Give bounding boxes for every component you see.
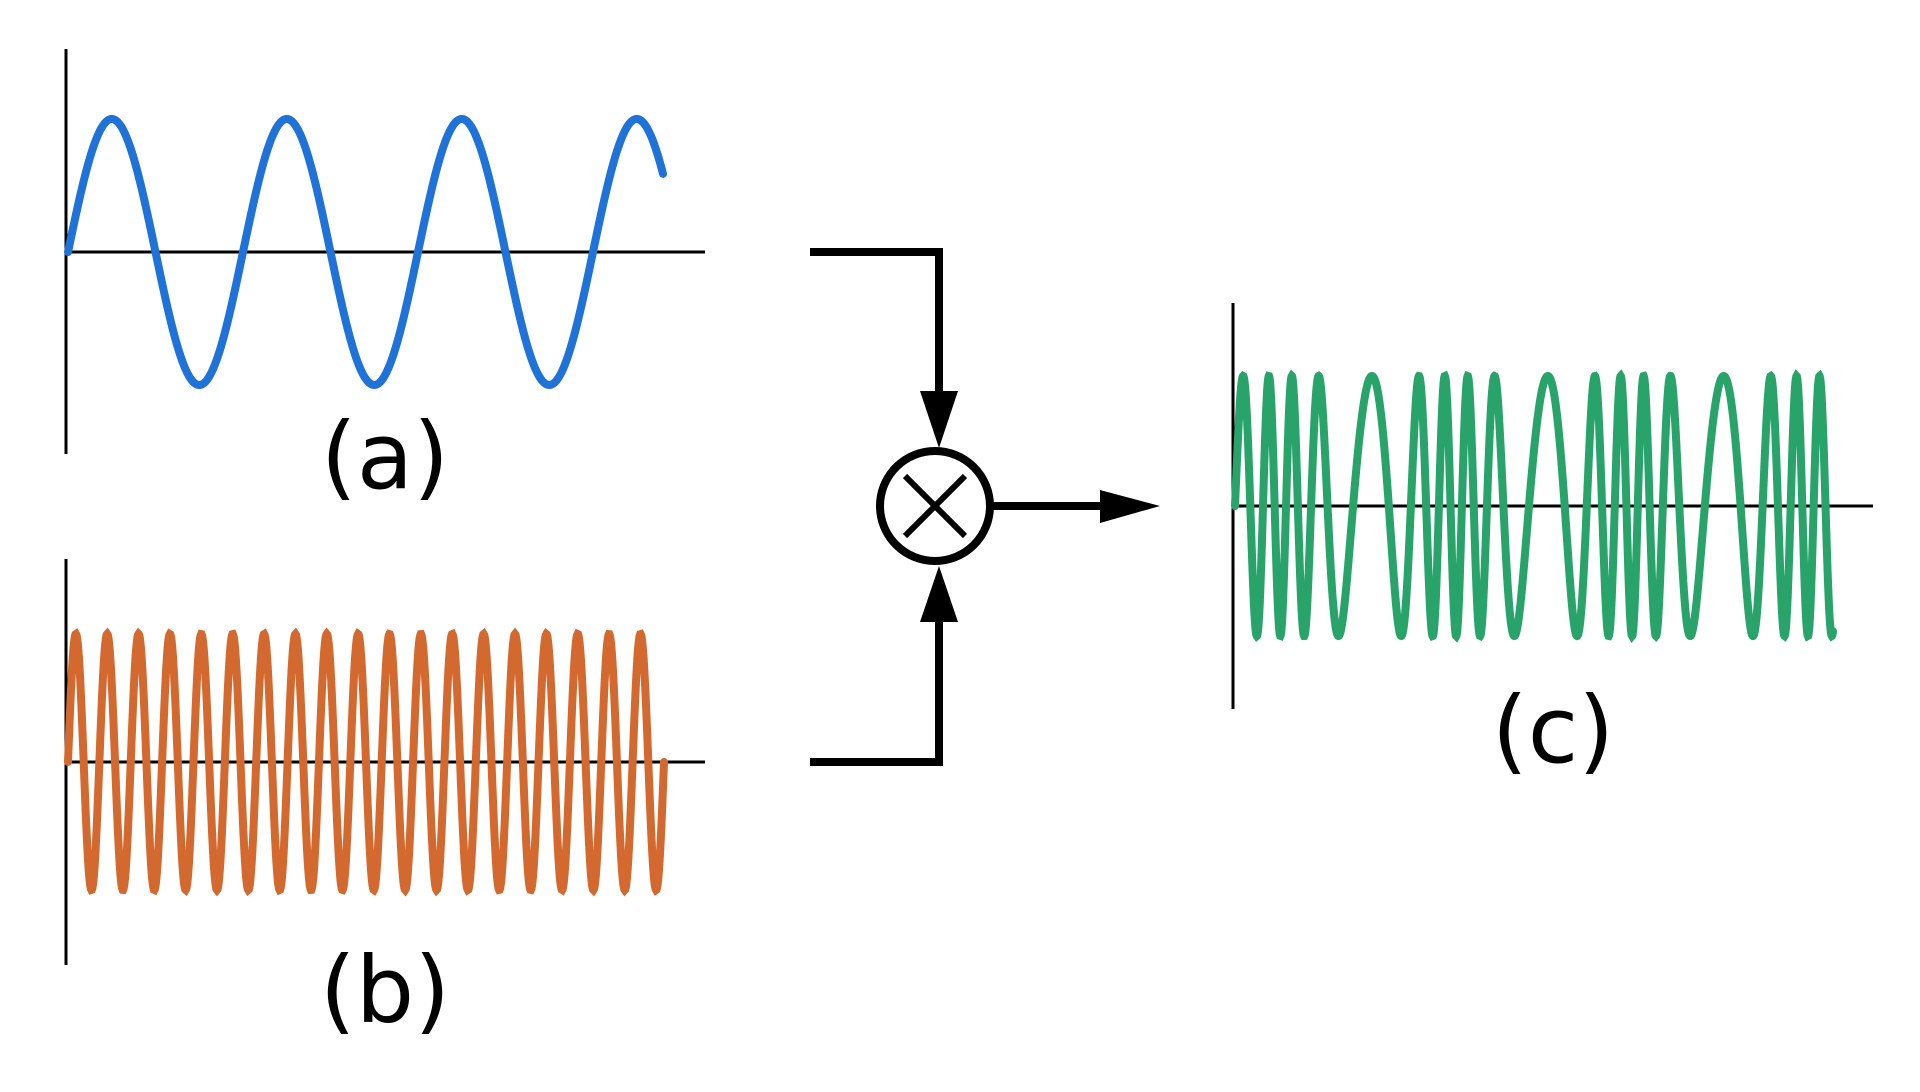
connector-bottom [810,622,943,766]
multiply-icon [876,447,994,565]
signal-c-wave [1231,369,1837,644]
mixer [810,248,1160,766]
label-c: (c) [1492,677,1614,784]
panel-a: (a) [64,49,705,510]
arrowhead-bottom [920,566,958,622]
panel-b: (b) [64,559,705,1044]
signal-b-wave [64,627,668,897]
label-a: (a) [321,403,449,510]
signal-a-wave [64,114,667,390]
label-b: (b) [320,937,450,1044]
arrowhead-output [1100,490,1160,523]
connector-top [810,248,943,392]
arrowhead-top [920,391,958,448]
panel-c: (c) [1231,303,1873,784]
